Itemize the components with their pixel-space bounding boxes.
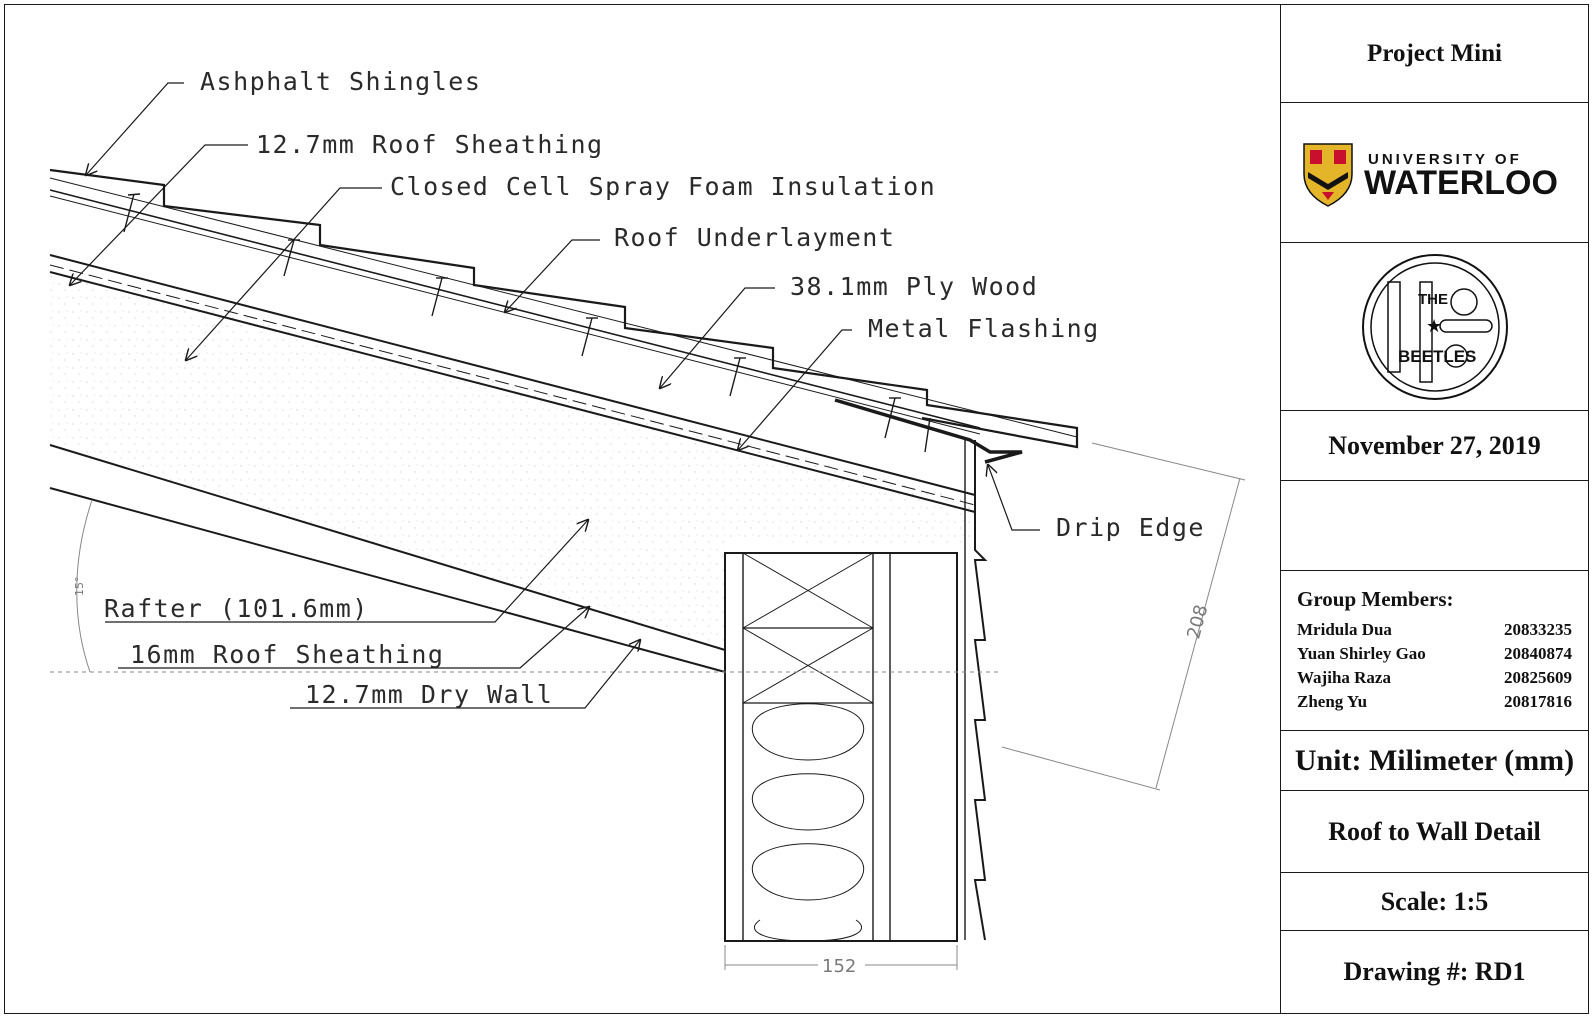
member-id: 20825609 (1504, 668, 1572, 687)
detail-title: Roof to Wall Detail (1328, 816, 1541, 846)
university-line1: UNIVERSITY OF (1368, 151, 1522, 168)
label-roof-underlayment: Roof Underlayment (614, 223, 895, 252)
unit-cell: Unit: Milimeter (mm) (1281, 731, 1588, 791)
rafter-bottom (49, 444, 726, 651)
detail-cell: Roof to Wall Detail (1281, 791, 1588, 873)
member-name: Zheng Yu (1297, 692, 1368, 711)
label-ashphalt-shingles: Ashphalt Shingles (200, 67, 481, 96)
member-name: Yuan Shirley Gao (1297, 644, 1426, 663)
batt-insulation (751, 703, 865, 942)
spray-foam-fill (50, 268, 975, 650)
member-id: 20817816 (1504, 692, 1572, 711)
nails (123, 193, 931, 453)
title-block: Project Mini UNIVERSITY OF WATERLOO THE … (1280, 5, 1588, 1013)
member-name: Mridula Dua (1297, 620, 1392, 639)
member-name: Wajiha Raza (1297, 668, 1391, 687)
member-row: Mridula Dua 20833235 (1297, 618, 1572, 642)
label-rafter: Rafter (101.6mm) (104, 594, 369, 623)
the-beetles-logo: THE ★ BEETLES (1361, 253, 1508, 400)
leader-lines (70, 82, 1040, 709)
dim-angle: 15° (73, 577, 86, 597)
label-spray-foam: Closed Cell Spray Foam Insulation (390, 172, 936, 201)
group-members-cell: Group Members: Mridula Dua 20833235 Yuan… (1281, 571, 1588, 731)
date-cell: November 27, 2019 (1281, 411, 1588, 481)
label-roof-sheathing-top: 12.7mm Roof Sheathing (256, 130, 604, 159)
ply-wood-top (49, 254, 976, 496)
asphalt-shingles (49, 168, 1079, 449)
drawing-number-cell: Drawing #: RD1 (1281, 931, 1588, 1013)
metal-flashing (834, 398, 1023, 464)
group-members-heading: Group Members: (1297, 587, 1454, 611)
university-logo-cell: UNIVERSITY OF WATERLOO (1281, 103, 1588, 243)
scale-cell: Scale: 1:5 (1281, 873, 1588, 931)
label-dry-wall: 12.7mm Dry Wall (305, 680, 553, 709)
unit-label: Unit: Milimeter (mm) (1294, 743, 1575, 777)
university-line2: WATERLOO (1364, 164, 1558, 202)
dimension-lines (50, 442, 1246, 970)
university-of-waterloo-logo: UNIVERSITY OF WATERLOO (1302, 142, 1558, 207)
component-labels: Ashphalt Shingles 12.7mm Roof Sheathing … (104, 67, 1205, 709)
project-name: Project Mini (1367, 39, 1502, 67)
member-row: Zheng Yu 20817816 (1297, 690, 1572, 714)
band-logo-beetles: BEETLES (1398, 347, 1476, 366)
scale-label: Scale: 1:5 (1380, 886, 1489, 916)
drip-edge (973, 440, 988, 941)
label-metal-flashing: Metal Flashing (868, 314, 1100, 343)
roof-sheathing-bottom (49, 487, 726, 673)
band-logo-the: THE (1418, 291, 1448, 308)
label-roof-sheathing-bottom: 16mm Roof Sheathing (130, 640, 444, 669)
label-ply-wood: 38.1mm Ply Wood (790, 272, 1038, 301)
blank-cell (1281, 481, 1588, 571)
member-id: 20840874 (1504, 644, 1572, 663)
dim-wall-width: 152 (822, 956, 856, 977)
band-logo-cell: THE ★ BEETLES (1281, 243, 1588, 411)
drawing-frame (4, 4, 1589, 1014)
project-title: Project Mini (1281, 5, 1588, 103)
member-id: 20833235 (1504, 620, 1572, 639)
dim-slope: 208 (1183, 602, 1212, 641)
member-row: Wajiha Raza 20825609 (1297, 666, 1572, 690)
drawing-number: Drawing #: RD1 (1343, 957, 1526, 986)
drawing-date: November 27, 2019 (1328, 430, 1541, 460)
member-row: Yuan Shirley Gao 20840874 (1297, 642, 1572, 666)
svg-text:★: ★ (1426, 316, 1442, 337)
label-drip-edge: Drip Edge (1056, 513, 1205, 542)
wall-section (724, 552, 958, 942)
